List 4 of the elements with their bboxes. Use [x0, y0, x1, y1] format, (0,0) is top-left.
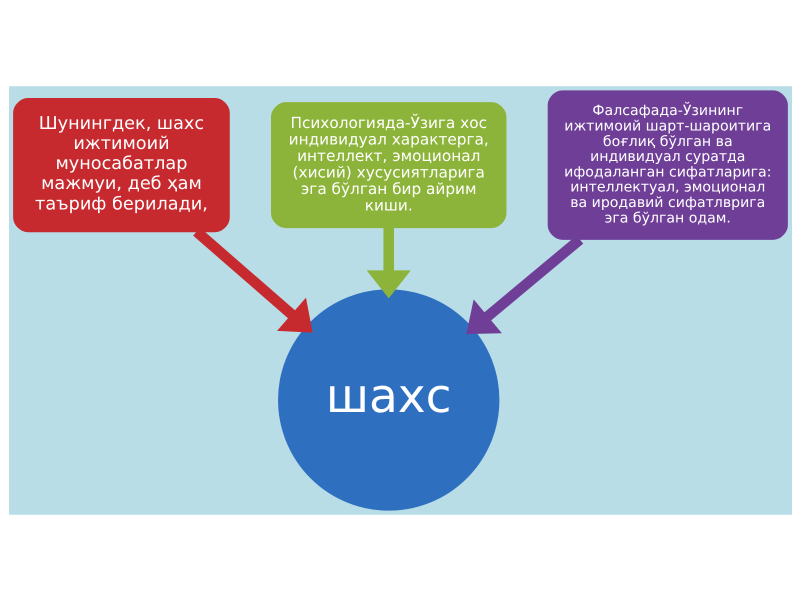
arrow [366, 227, 410, 298]
node-box: Фалсафада-Ўзининг ижтимоий шарт-шароитига боғлиқ бўлган ва индивидуал суратда ифодаланган сифатларига: интеллектуал, эмоционал ва иродавий сифатлврига эга бўлган одам. [547, 90, 788, 240]
node-box: Шунингдек, шахс ижтимоий муносабатлар мажмуи, деб ҳам таъриф берилади, [12, 97, 230, 232]
node-box: Психологияда-Ўзига хос индивидуал характерга, интеллект, эмоционал (хисий) хусусиятларига эга бўлган бир айрим киши. [270, 102, 506, 228]
